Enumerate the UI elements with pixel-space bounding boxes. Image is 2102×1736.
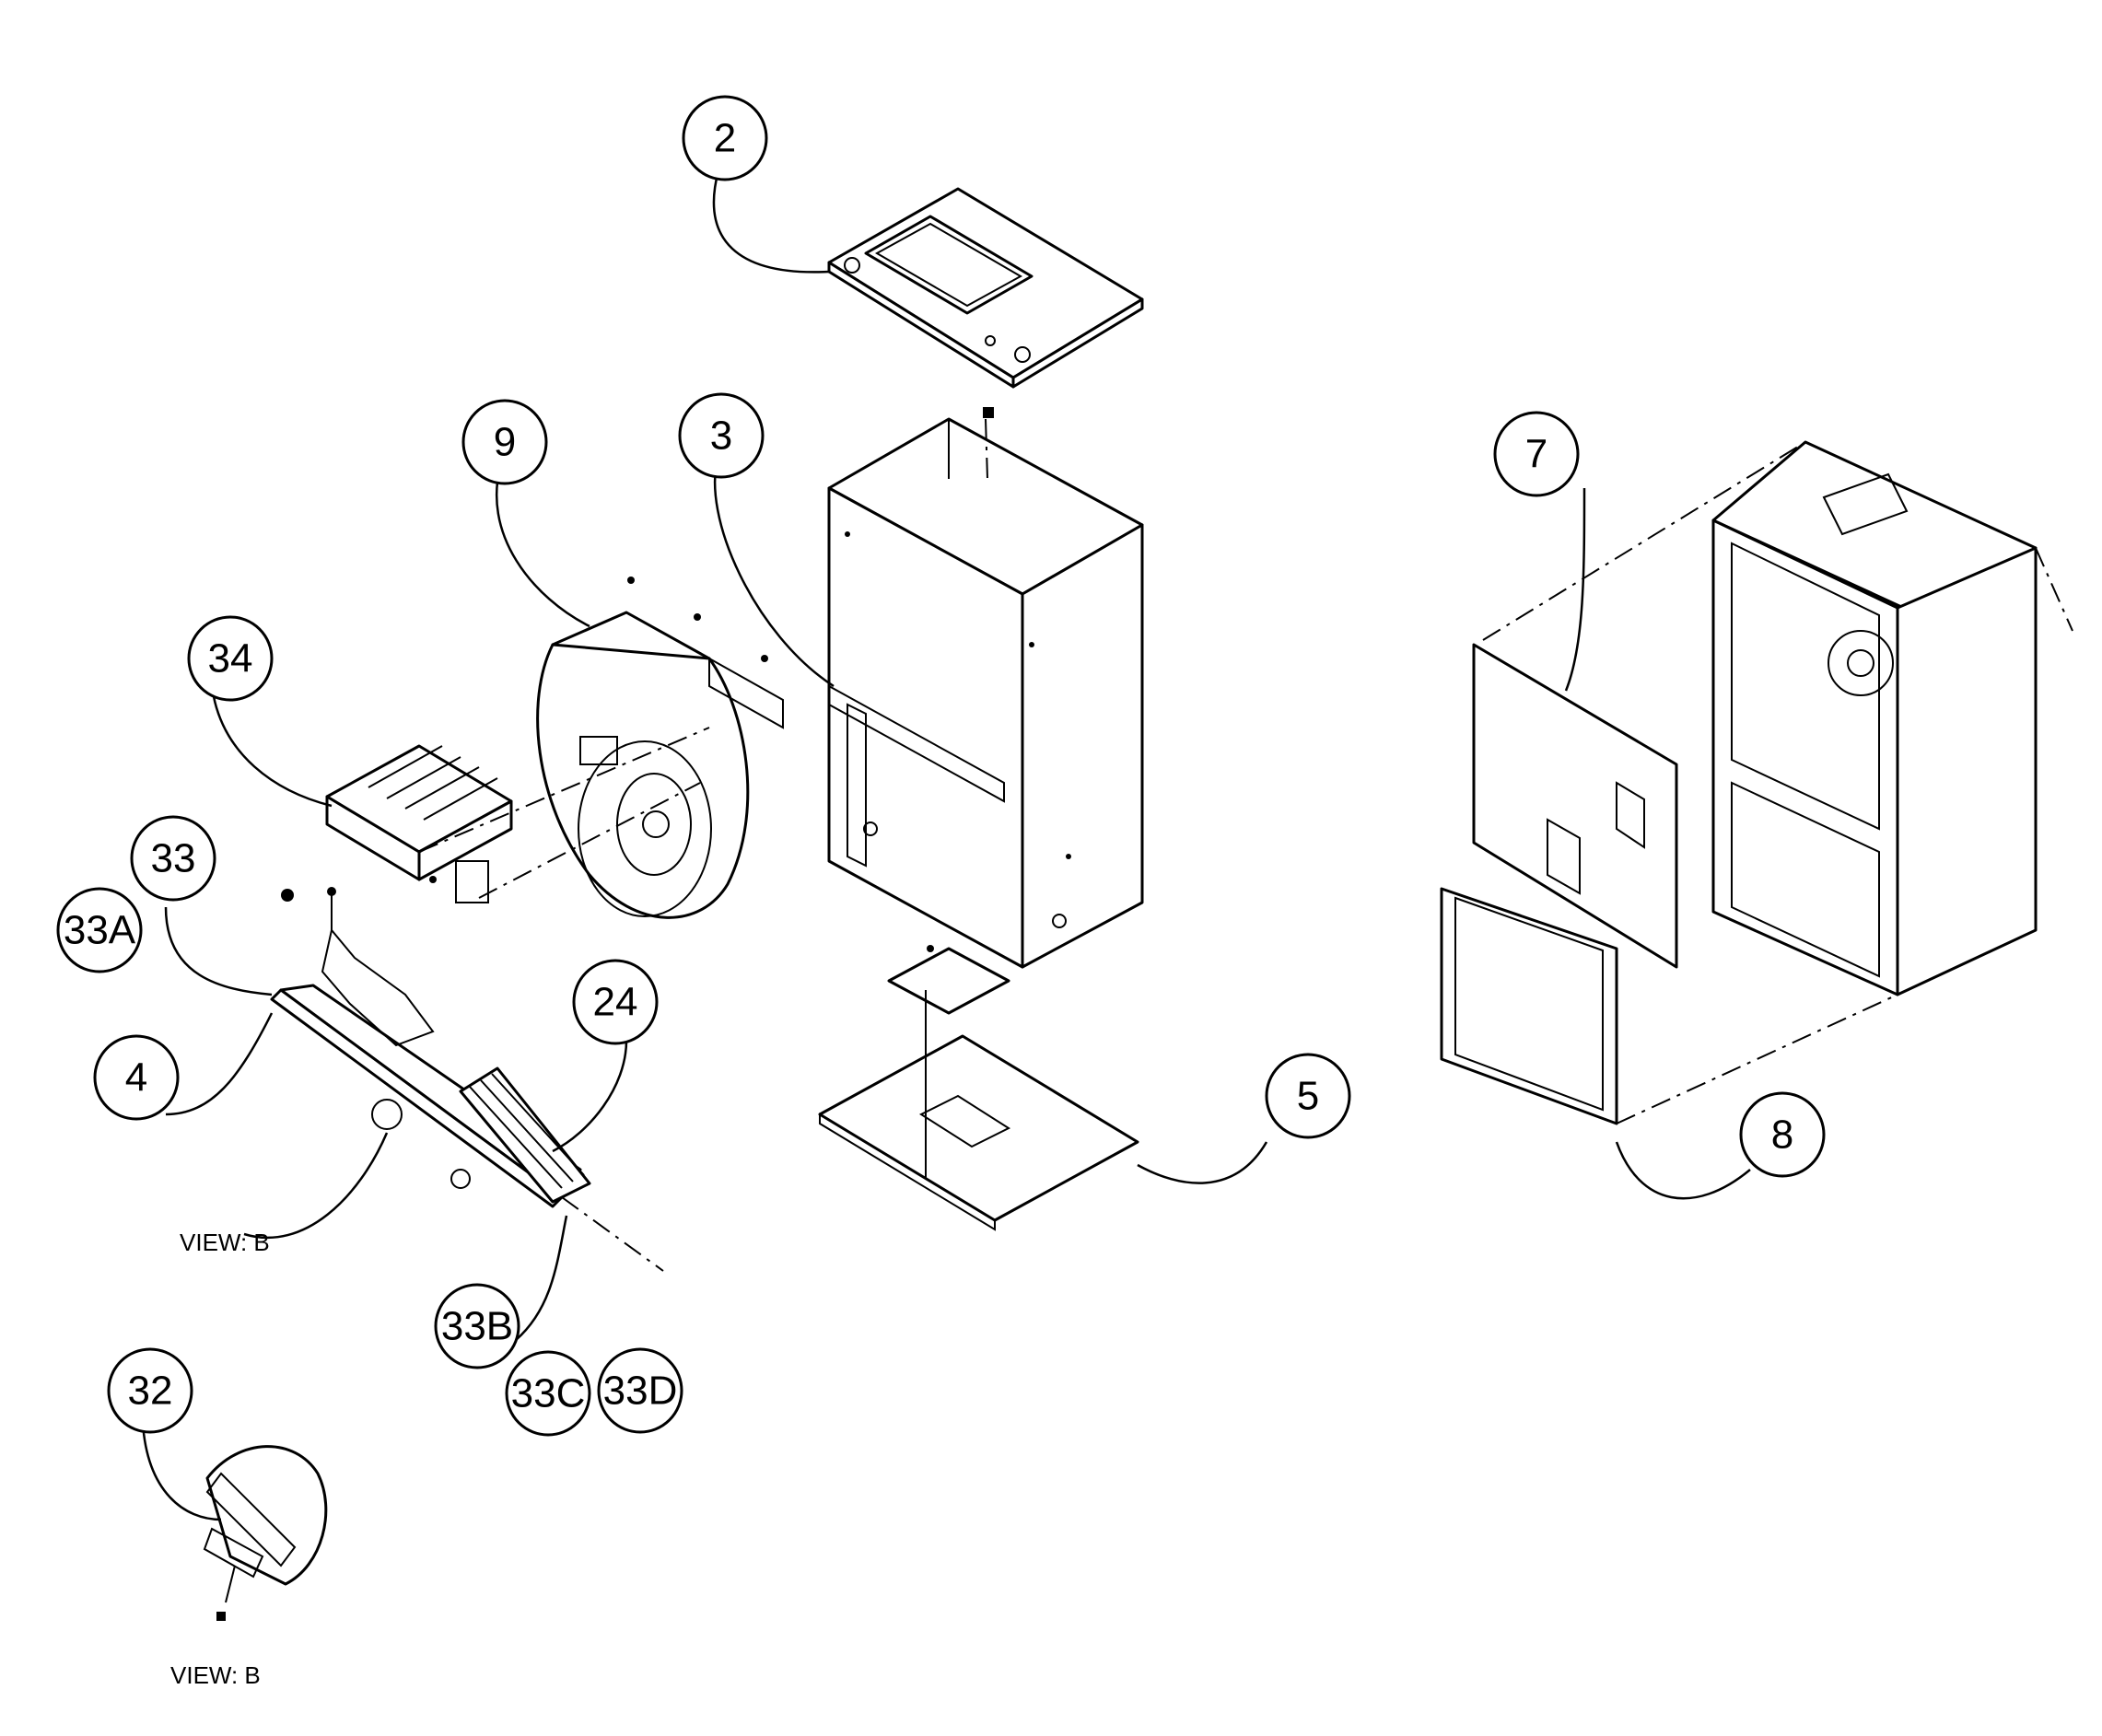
- callout-4: 4: [93, 1034, 180, 1121]
- callout-8: 8: [1739, 1091, 1826, 1178]
- view-b-detail-part: [203, 1445, 328, 1621]
- callout-32: 32: [107, 1347, 193, 1434]
- callout-label: 2: [714, 116, 736, 161]
- callout-5: 5: [1265, 1053, 1351, 1139]
- assembled-unit-part: [1440, 440, 2038, 1125]
- callout-3: 3: [678, 392, 765, 479]
- cabinet-shell-part: [827, 417, 1144, 969]
- callout-label: 34: [208, 636, 253, 682]
- assembly-lines: [418, 418, 2073, 1272]
- control-panel-part: [270, 887, 591, 1208]
- leader-lines: [141, 169, 1751, 1521]
- callout-33: 33: [130, 815, 216, 902]
- callout-label: 4: [125, 1055, 147, 1101]
- base-pan-part: [818, 945, 1139, 1231]
- callout-label: 33B: [441, 1304, 513, 1349]
- view-b-label-upper: VIEW: B: [180, 1229, 270, 1256]
- callout-label: 9: [494, 420, 516, 465]
- callout-label: 33D: [603, 1369, 678, 1414]
- callout-33b: 33B: [434, 1283, 520, 1369]
- blower-assembly-part: [536, 577, 784, 919]
- callout-label: 5: [1297, 1074, 1319, 1119]
- heater-element-part: [325, 744, 513, 903]
- callout-2: 2: [682, 95, 768, 181]
- callout-label: 24: [593, 980, 638, 1025]
- callout-label: 32: [128, 1369, 173, 1414]
- callout-33a: 33A: [56, 887, 143, 973]
- callout-9: 9: [461, 399, 548, 485]
- callout-label: 33A: [64, 908, 136, 953]
- callout-33d: 33D: [597, 1347, 683, 1434]
- callout-7: 7: [1493, 411, 1580, 497]
- callout-label: 33C: [511, 1371, 586, 1416]
- callout-label: 7: [1525, 432, 1547, 477]
- callout-33c: 33C: [505, 1350, 591, 1437]
- callout-24: 24: [572, 959, 659, 1045]
- view-b-label-lower: VIEW: B: [170, 1661, 261, 1689]
- callout-label: 8: [1771, 1113, 1793, 1158]
- callout-label: 3: [710, 414, 732, 459]
- callout-label: 33: [151, 836, 196, 881]
- top-panel-part: [827, 187, 1144, 418]
- callout-34: 34: [187, 615, 274, 702]
